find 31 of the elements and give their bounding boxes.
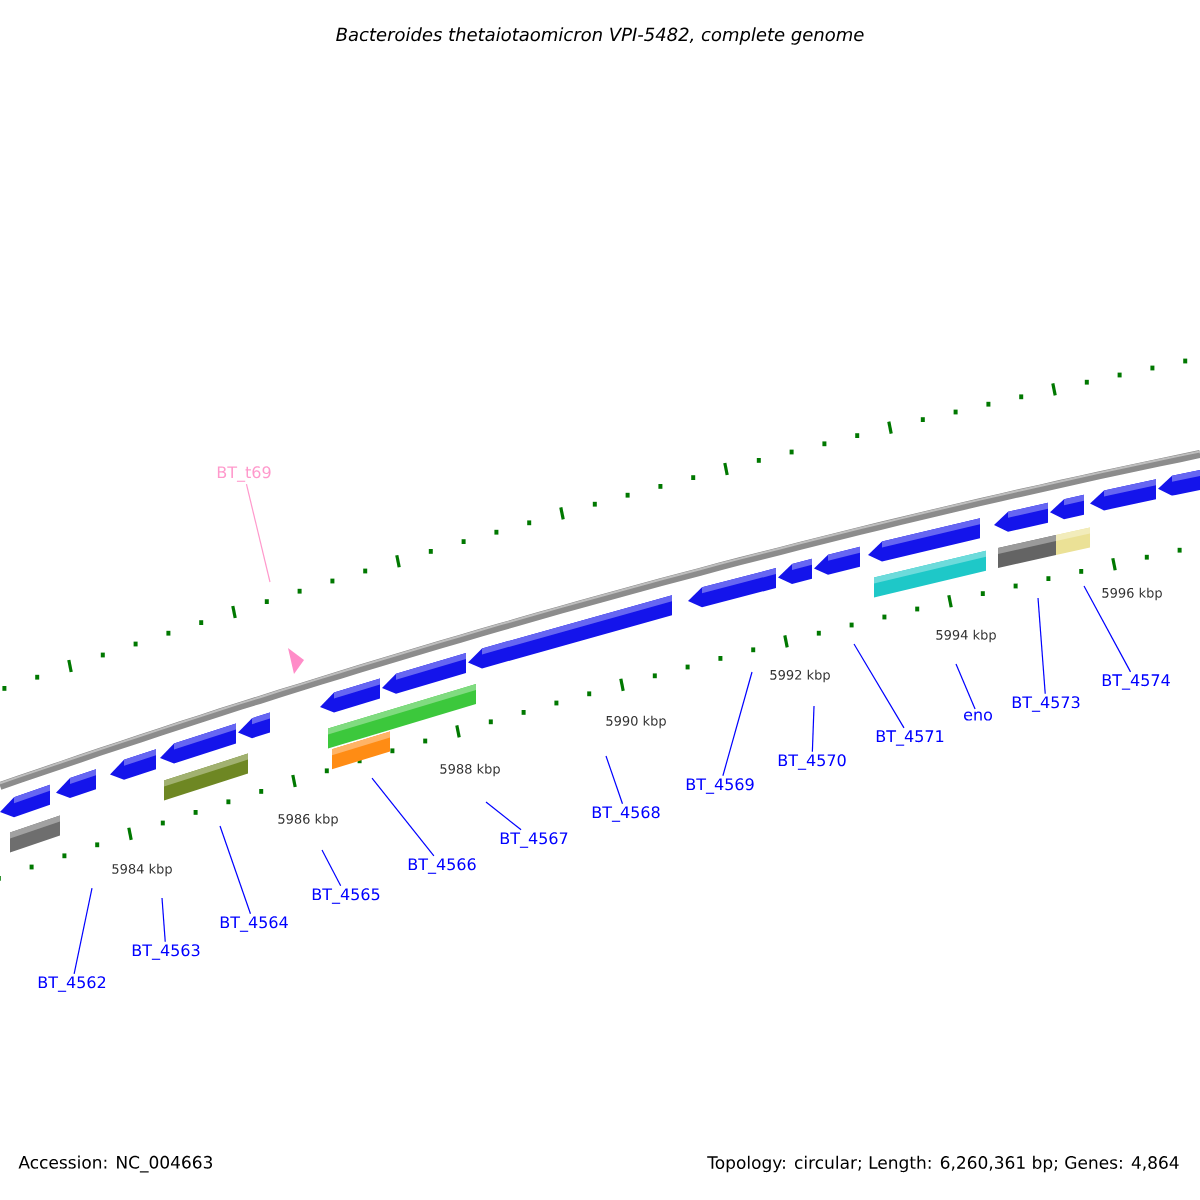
leader-line	[245, 483, 271, 583]
genome-info-label: Topology: circular; Length: 6,260,361 bp; Genes: 4,864	[707, 1155, 1179, 1173]
leader-line	[811, 705, 815, 753]
gene-label: BT_4570	[778, 754, 846, 770]
leader-line	[321, 849, 342, 887]
gene-label: eno	[964, 711, 992, 721]
gene-label: BT_4571	[876, 730, 944, 746]
accession-label: Accession: NC_004663	[18, 1155, 212, 1173]
leader-line	[219, 825, 252, 915]
leader-line	[73, 887, 93, 975]
leader-line	[722, 671, 753, 777]
gene-label: BT_4569	[686, 778, 754, 794]
leader-line	[1083, 585, 1132, 673]
gene-label: BT_4564	[220, 916, 288, 932]
leader-line	[853, 643, 905, 729]
leader-line	[605, 755, 624, 805]
gene-label: BT_t69	[217, 466, 271, 482]
title: Bacteroides thetaiotaomicron VPI-5482, complete genome	[336, 27, 864, 45]
gene-label: BT_4568	[592, 806, 660, 822]
leader-line	[955, 663, 976, 710]
gene-label: BT_4565	[312, 888, 380, 904]
leader-line	[485, 801, 522, 831]
gene-label: BT_4562	[38, 976, 106, 992]
gene-label: BT_4566	[408, 858, 476, 874]
gene-label: BT_4573	[1012, 696, 1080, 712]
gene-label: BT_4574	[1102, 674, 1170, 690]
leader-line	[1037, 597, 1046, 695]
gene-label: BT_4563	[132, 944, 200, 960]
gene-label: BT_4567	[500, 832, 568, 848]
leader-line	[161, 897, 166, 943]
leader-line	[371, 777, 435, 857]
